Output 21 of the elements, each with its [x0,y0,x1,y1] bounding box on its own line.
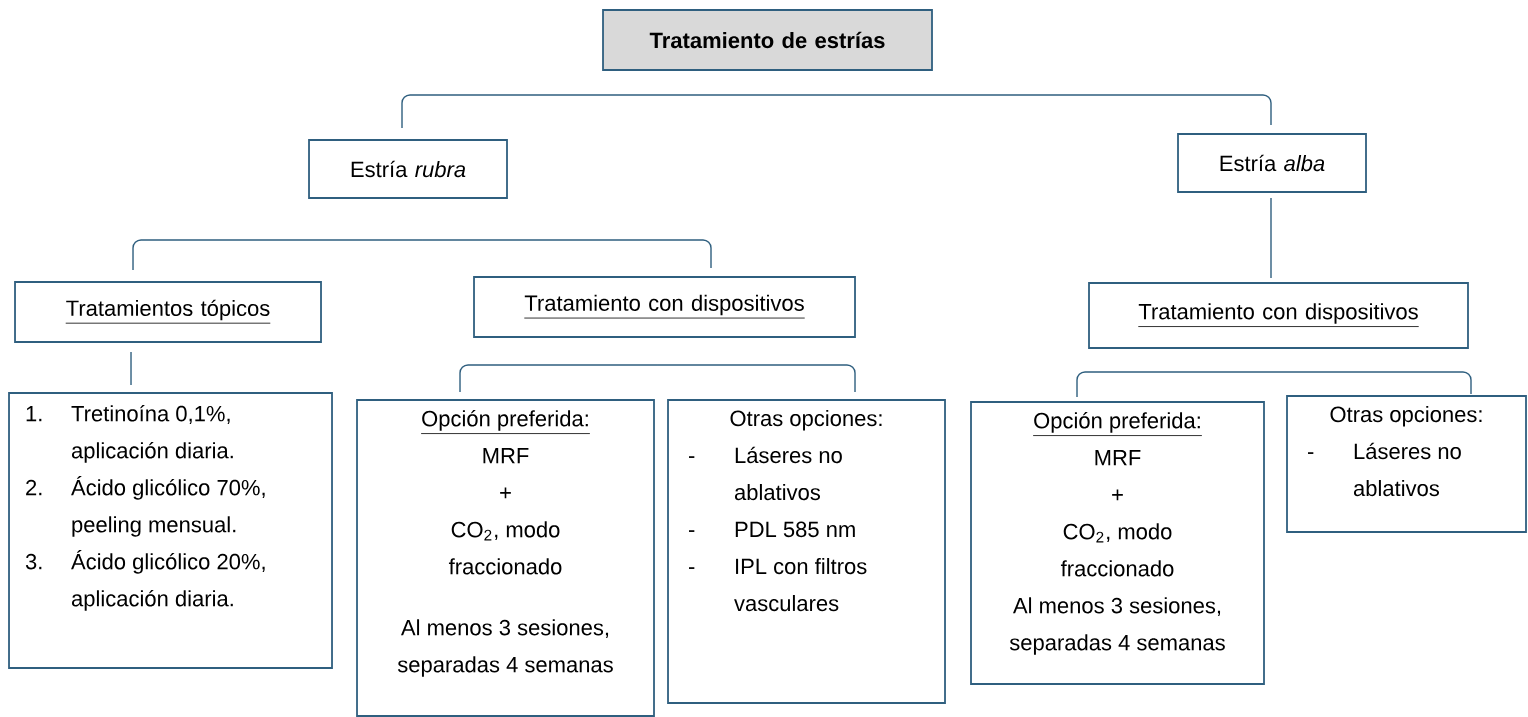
heading-box: Tratamiento con dispositivos [1088,282,1469,349]
connector-line [835,94,1272,126]
connector-line [459,364,658,393]
connector-line [401,94,837,129]
connector-line [1273,371,1472,395]
connector-line [132,239,423,271]
list-box: 1. Tretinoína 0,1%, aplicación diaria. 2. Ácido glicólico 70%, peeling mensual. 3. Ácido glicólico 20%, aplicación diaria. [8,392,333,669]
option-box: Opción preferida: MRF + CO$_{2}$, modo fraccionado Al menos 3 sesiones, separadas 4 semanas [356,399,655,717]
connector-line [1270,197,1272,279]
option-box: Opción preferida: MRF + CO$_{2}$, modo fraccionado Al menos 3 sesiones, separadas 4 semanas [970,401,1265,685]
connector-line [130,351,132,386]
connector-line [1076,371,1275,398]
connector-line [656,364,856,393]
list-box: Otras opciones: - Láseres no ablativos [1286,395,1527,533]
title-box: Tratamiento de estrías [602,9,933,71]
category-box: Estría rubra [308,139,508,199]
heading-box: Tratamiento con dispositivos [473,276,856,338]
heading-box: Tratamientos tópicos [14,281,322,343]
category-box: Estría alba [1177,133,1367,193]
connector-line [421,239,712,269]
list-box: Otras opciones: - Láseres no ablativos - PDL 585 nm - IPL con filtros vasculares [667,399,946,704]
